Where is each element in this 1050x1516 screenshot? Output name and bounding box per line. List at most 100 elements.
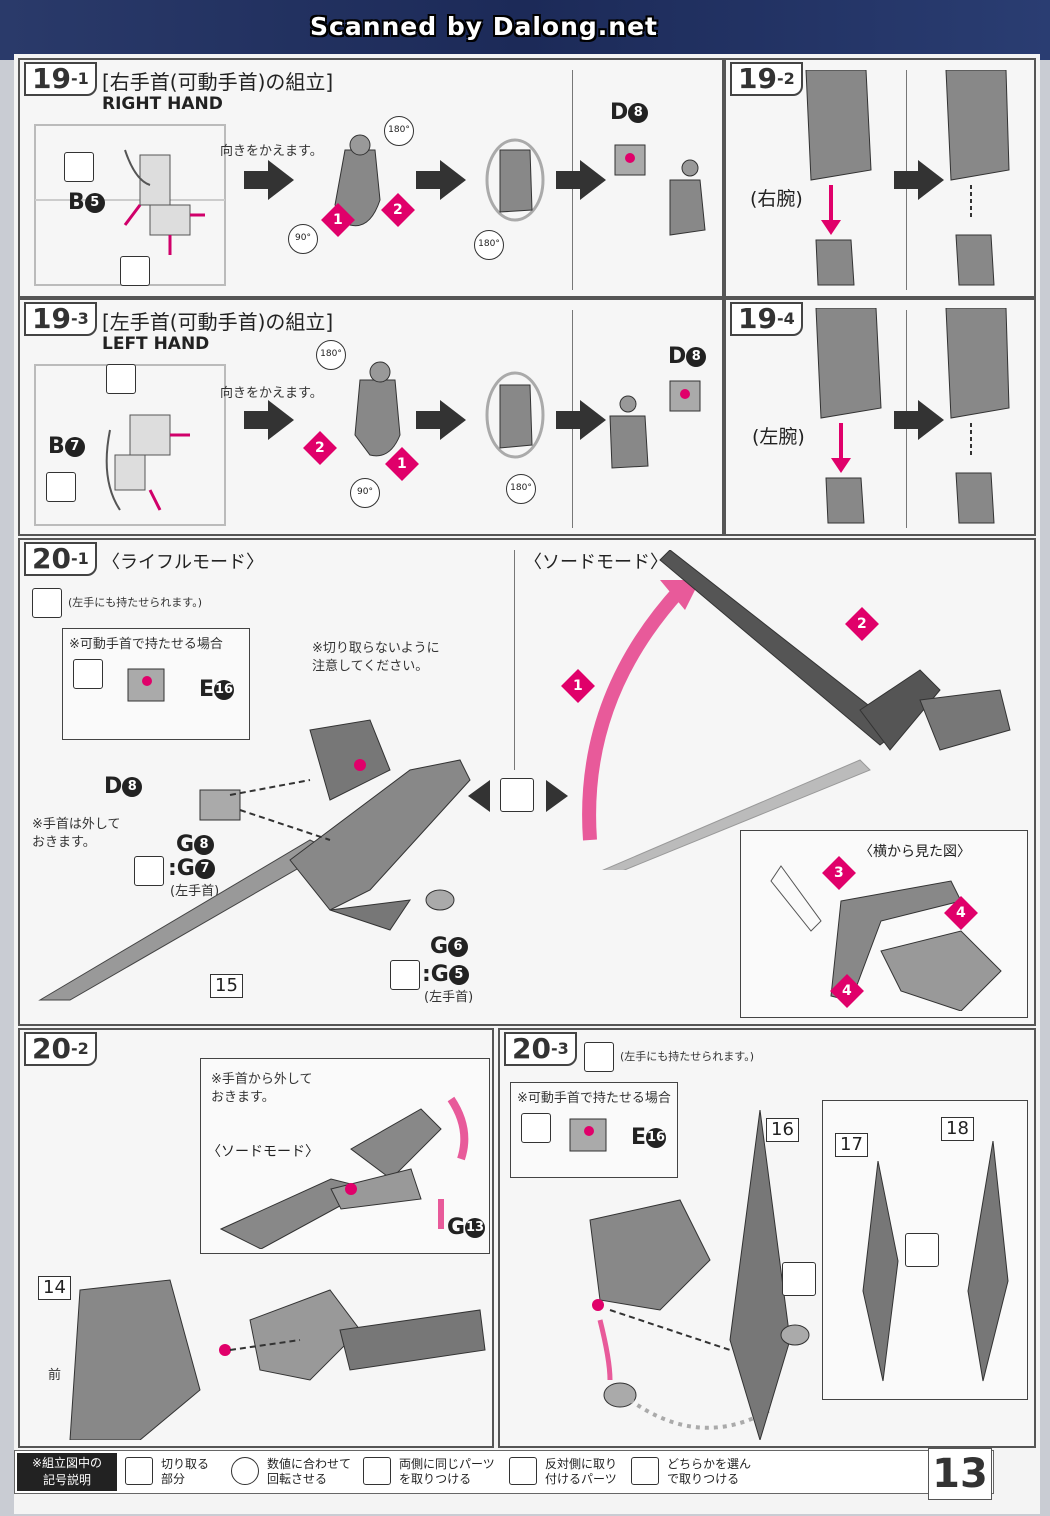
cut-icon bbox=[106, 364, 136, 394]
sword-mode-title: 〈ソードモード〉 bbox=[207, 1144, 319, 1160]
rotate-icon: 180° bbox=[506, 474, 536, 504]
step-title-jp: [左手首(可動手首)の組立] bbox=[102, 310, 334, 334]
step-number: 19-2 bbox=[730, 62, 803, 96]
rifle-mode-title: 〈ライフルモード〉 bbox=[102, 552, 264, 573]
choose-icon bbox=[500, 778, 534, 812]
remove-wrist-note: ※手首から外しておきます。 bbox=[211, 1072, 313, 1105]
rotate-icon: 180° bbox=[474, 230, 504, 260]
left-wrist-label: (左手首) bbox=[170, 884, 220, 899]
step-number: 19-3 bbox=[24, 302, 97, 336]
same-parts-icon bbox=[584, 1042, 614, 1072]
turn-note: 向きをかえます。 bbox=[220, 386, 323, 401]
hand-shield-figure bbox=[589, 1199, 771, 1430]
same-parts-icon bbox=[363, 1457, 391, 1485]
left-wrist-label: (左手首) bbox=[424, 990, 474, 1005]
shield-options-inset: 17 18 bbox=[822, 1100, 1028, 1400]
choose-icon bbox=[905, 1233, 939, 1267]
legend-heading: ※組立図中の記号説明 bbox=[17, 1453, 117, 1491]
shield-option-17 bbox=[862, 1161, 899, 1382]
next-arrow bbox=[244, 160, 294, 200]
step-badge-2: 2 bbox=[303, 431, 337, 465]
wrist-joint-figure bbox=[569, 1118, 607, 1152]
turn-note: 向きをかえます。 bbox=[220, 144, 323, 159]
part-label-g13: G13 bbox=[447, 1215, 486, 1240]
next-arrow bbox=[894, 400, 944, 440]
legend-item-opposite-parts: 反対側に取り付けるパーツ bbox=[505, 1455, 625, 1489]
arm-assembled-figure bbox=[945, 70, 1010, 286]
part-label-e16: E16 bbox=[631, 1125, 667, 1150]
cut-icon bbox=[46, 472, 76, 502]
divider bbox=[514, 550, 515, 770]
step-19-2-panel: 19-2 (右腕) bbox=[724, 58, 1036, 298]
legend-item-cut: 切り取る部分 bbox=[121, 1455, 225, 1489]
part-number-16: 16 bbox=[766, 1118, 799, 1142]
runner-sprue-diagram bbox=[34, 364, 226, 526]
cut-icon bbox=[120, 256, 150, 286]
part-number-17: 17 bbox=[835, 1133, 868, 1157]
next-arrow bbox=[244, 400, 294, 440]
next-arrow bbox=[556, 400, 606, 440]
same-parts-icon bbox=[32, 588, 62, 618]
step-number: 20-3 bbox=[504, 1032, 577, 1066]
arm-assembly-figure bbox=[815, 308, 882, 524]
side-view-inset: 〈横から見た図〉 3 4 4 bbox=[740, 830, 1028, 1018]
wrist-rotated-figure bbox=[485, 371, 545, 459]
rotate-icon: 90° bbox=[350, 478, 380, 508]
wrist-part-figure bbox=[334, 134, 381, 227]
next-arrow bbox=[556, 160, 606, 200]
step-title-en: RIGHT HAND bbox=[102, 94, 223, 114]
part-number-14: 14 bbox=[38, 1276, 71, 1300]
step-number: 19-4 bbox=[730, 302, 803, 336]
watermark: Scanned by Dalong.net bbox=[310, 12, 659, 41]
cut-icon bbox=[125, 1457, 153, 1485]
front-label: 前 bbox=[48, 1368, 62, 1383]
shield-option-18 bbox=[967, 1141, 1009, 1382]
opposite-parts-icon bbox=[390, 960, 420, 990]
shield-front-figure bbox=[729, 1110, 810, 1440]
next-arrow bbox=[416, 400, 466, 440]
arm-assembly-figure bbox=[805, 70, 872, 286]
step-number: 20-2 bbox=[24, 1032, 97, 1066]
step-title-jp: [右手首(可動手首)の組立] bbox=[102, 70, 334, 94]
left-hand-note: (左手にも持たせられます。) bbox=[68, 596, 202, 609]
movable-wrist-inset: ※可動手首で持たせる場合 E16 bbox=[62, 628, 250, 740]
inset-title: ※可動手首で持たせる場合 bbox=[69, 637, 223, 652]
runner-sprue-diagram bbox=[34, 124, 226, 286]
rifle-assembly-figure bbox=[38, 719, 471, 1001]
part-number-15: 15 bbox=[210, 974, 243, 998]
rotate-icon: 90° bbox=[288, 224, 318, 254]
next-arrow bbox=[416, 160, 466, 200]
rotate-icon: 180° bbox=[384, 116, 414, 146]
remove-wrist-note: ※手首は外しておきます。 bbox=[32, 817, 121, 850]
page-number: 13 bbox=[928, 1448, 992, 1500]
same-parts-icon bbox=[73, 659, 103, 689]
step-number: 20-1 bbox=[24, 542, 97, 576]
cut-icon bbox=[64, 152, 94, 182]
cut-caution-note: ※切り取らないように注意してください。 bbox=[312, 641, 440, 674]
sword-mode-title: 〈ソードモード〉 bbox=[524, 552, 668, 573]
legend-item-same-parts: 両側に同じパーツを取りつける bbox=[359, 1455, 501, 1489]
step-20-3-panel: 20-3 (左手にも持たせられます。) ※可動手首で持たせる場合 E16 16 … bbox=[498, 1028, 1036, 1448]
sword-grip-figure bbox=[219, 1096, 469, 1249]
choose-icon bbox=[631, 1457, 659, 1485]
hand-joint-figure bbox=[614, 144, 706, 236]
legend-item-choose: どちらかを選んで取りつける bbox=[627, 1455, 767, 1489]
right-arm-label: (右腕) bbox=[750, 188, 803, 210]
rotate-icon: 180° bbox=[316, 340, 346, 370]
choose-icon bbox=[782, 1262, 816, 1296]
wrist-joint-figure bbox=[127, 668, 165, 702]
inset-title: ※可動手首で持たせる場合 bbox=[517, 1091, 671, 1106]
opposite-parts-icon bbox=[509, 1457, 537, 1485]
step-title-en: LEFT HAND bbox=[102, 334, 210, 354]
side-view-title: 〈横から見た図〉 bbox=[859, 844, 971, 860]
symbol-legend: ※組立図中の記号説明 切り取る部分 数値に合わせて回転させる 両側に同じパーツを… bbox=[14, 1450, 994, 1494]
movable-wrist-inset: ※可動手首で持たせる場合 E16 bbox=[510, 1082, 678, 1178]
step-20-2-panel: 20-2 ※手首から外しておきます。 〈ソードモード〉 G13 14 前 bbox=[18, 1028, 494, 1448]
scan-header bbox=[0, 0, 1050, 60]
